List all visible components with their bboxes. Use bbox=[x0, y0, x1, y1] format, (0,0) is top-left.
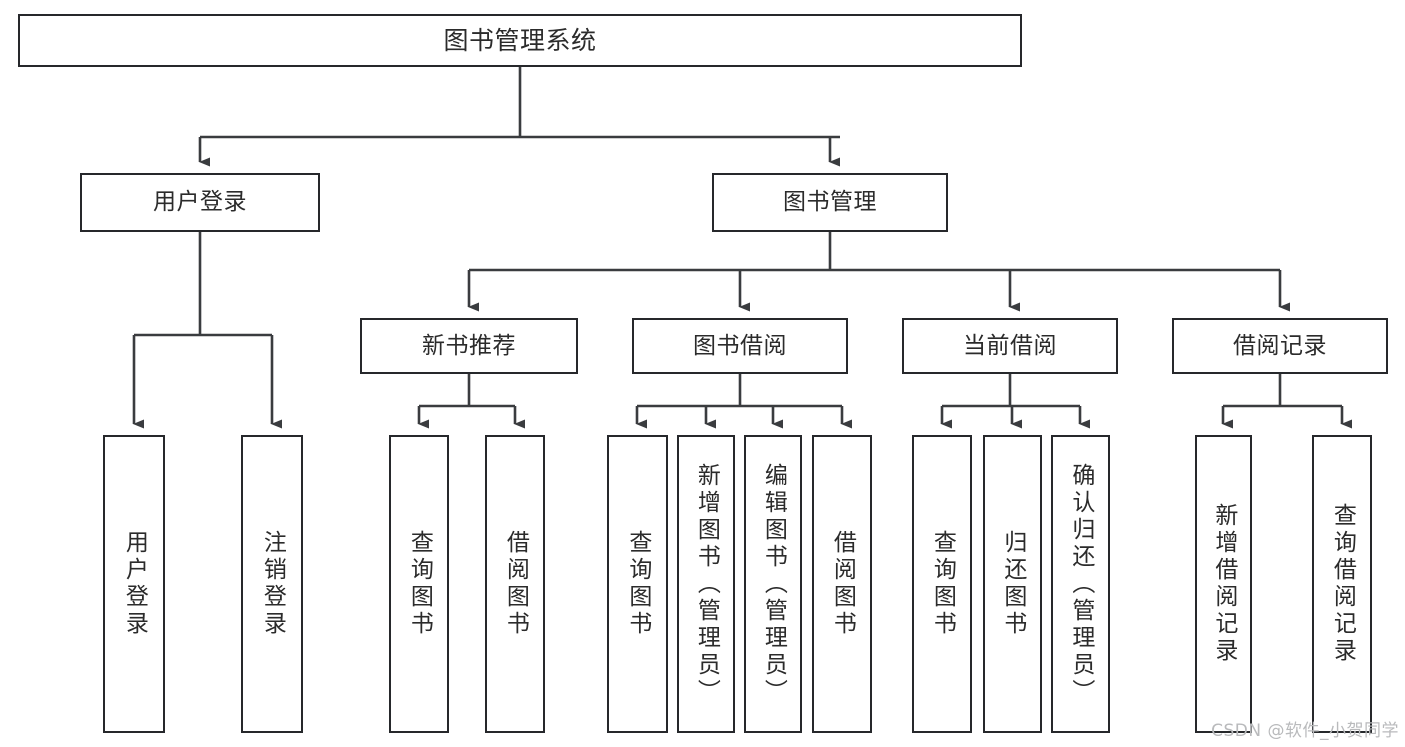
node-label: 查询借阅记录 bbox=[1329, 503, 1356, 665]
node-label: 借阅记录 bbox=[1233, 332, 1327, 359]
node-borrow-record[interactable]: 借阅记录 bbox=[1172, 318, 1388, 374]
node-label: 新书推荐 bbox=[422, 332, 516, 359]
node-leaf-user-login[interactable]: 用户登录 bbox=[103, 435, 165, 733]
node-user-login[interactable]: 用户登录 bbox=[80, 173, 320, 232]
node-new-book-recommend[interactable]: 新书推荐 bbox=[360, 318, 578, 374]
node-label: 查询图书 bbox=[624, 530, 651, 638]
node-label: 新增图书（管理员） bbox=[693, 462, 720, 706]
node-leaf-borrow-book-newbook[interactable]: 借阅图书 bbox=[485, 435, 545, 733]
node-label: 图书借阅 bbox=[693, 332, 787, 359]
node-label: 归还图书 bbox=[999, 530, 1026, 638]
node-label: 用户登录 bbox=[153, 189, 247, 216]
node-root-system[interactable]: 图书管理系统 bbox=[18, 14, 1022, 67]
node-leaf-query-book-current[interactable]: 查询图书 bbox=[912, 435, 972, 733]
node-label: 图书管理 bbox=[783, 189, 877, 216]
node-leaf-logout[interactable]: 注销登录 bbox=[241, 435, 303, 733]
node-leaf-borrow-book[interactable]: 借阅图书 bbox=[812, 435, 872, 733]
node-leaf-add-borrow-record[interactable]: 新增借阅记录 bbox=[1195, 435, 1252, 733]
node-label: 当前借阅 bbox=[963, 332, 1057, 359]
node-label: 借阅图书 bbox=[502, 530, 529, 638]
node-leaf-edit-book-admin[interactable]: 编辑图书（管理员） bbox=[744, 435, 802, 733]
node-book-management[interactable]: 图书管理 bbox=[712, 173, 948, 232]
node-label: 新增借阅记录 bbox=[1210, 503, 1237, 665]
node-leaf-query-borrow-record[interactable]: 查询借阅记录 bbox=[1312, 435, 1372, 733]
node-label: 查询图书 bbox=[406, 530, 433, 638]
node-leaf-query-book-borrow[interactable]: 查询图书 bbox=[607, 435, 668, 733]
node-leaf-query-book-newbook[interactable]: 查询图书 bbox=[389, 435, 449, 733]
node-label: 注销登录 bbox=[259, 530, 286, 638]
node-label: 借阅图书 bbox=[829, 530, 856, 638]
node-label: 图书管理系统 bbox=[443, 26, 597, 55]
node-current-borrow[interactable]: 当前借阅 bbox=[902, 318, 1118, 374]
node-leaf-return-book[interactable]: 归还图书 bbox=[983, 435, 1042, 733]
node-leaf-confirm-return-admin[interactable]: 确认归还（管理员） bbox=[1051, 435, 1110, 733]
node-label: 查询图书 bbox=[929, 530, 956, 638]
node-label: 编辑图书（管理员） bbox=[760, 462, 787, 706]
node-book-borrow[interactable]: 图书借阅 bbox=[632, 318, 848, 374]
node-label: 用户登录 bbox=[121, 530, 148, 638]
node-label: 确认归还（管理员） bbox=[1067, 462, 1094, 706]
node-leaf-add-book-admin[interactable]: 新增图书（管理员） bbox=[677, 435, 735, 733]
